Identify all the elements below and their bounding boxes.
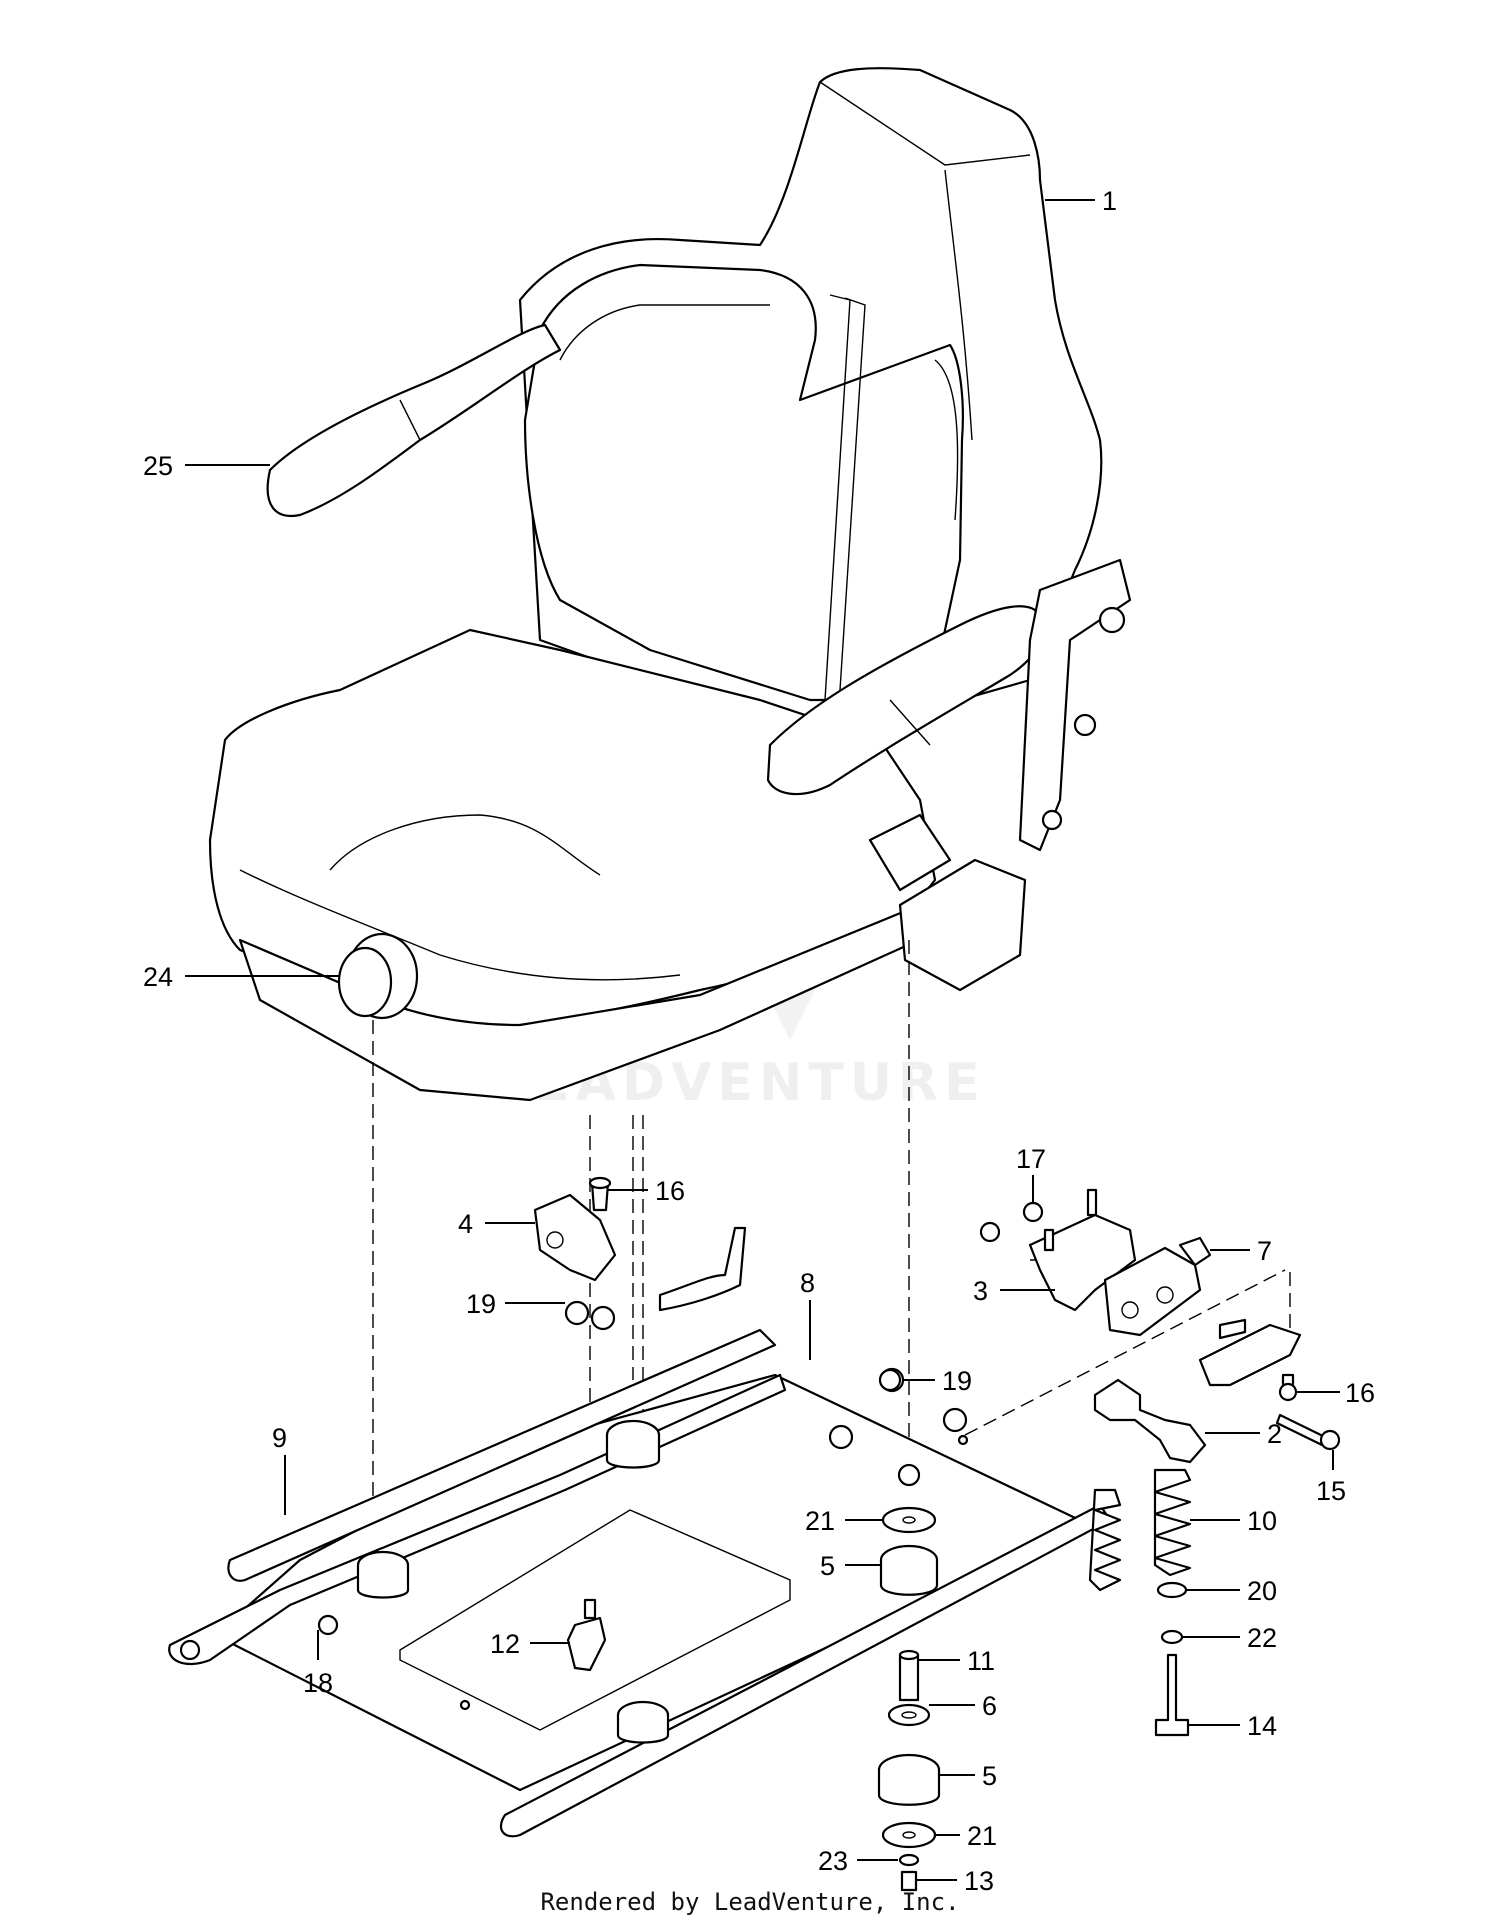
seat-base-assembly — [168, 1226, 1112, 1838]
svg-text:21: 21 — [805, 1506, 835, 1536]
svg-text:4: 4 — [458, 1209, 473, 1239]
callout-3: 3 — [973, 1276, 1055, 1306]
plunger-switch — [566, 1616, 607, 1672]
svg-text:18: 18 — [303, 1668, 333, 1698]
svg-text:7: 7 — [1257, 1236, 1272, 1266]
svg-text:16: 16 — [655, 1176, 685, 1206]
svg-text:14: 14 — [1247, 1711, 1277, 1741]
svg-text:19: 19 — [942, 1366, 972, 1396]
mounting-plate — [213, 1373, 1092, 1792]
callout-10: 10 — [1190, 1506, 1277, 1536]
callout-21a: 21 — [805, 1506, 883, 1536]
callout-9: 9 — [272, 1423, 287, 1515]
spacer — [898, 1653, 920, 1702]
callout-13: 13 — [916, 1866, 994, 1896]
callout-14: 14 — [1188, 1711, 1277, 1741]
callouts: 1 25 24 16 17 4 7 3 19 8 19 16 9 2 15 21… — [143, 186, 1375, 1896]
seat-adjust-knob — [337, 932, 419, 1020]
footer-credit: Rendered by LeadVenture, Inc. — [540, 1888, 960, 1916]
callout-4: 4 — [458, 1209, 535, 1239]
svg-text:20: 20 — [1247, 1576, 1277, 1606]
grommet — [317, 1614, 339, 1636]
svg-text:5: 5 — [982, 1761, 997, 1791]
spring-right — [1153, 1468, 1192, 1577]
svg-text:25: 25 — [143, 451, 173, 481]
svg-text:24: 24 — [143, 962, 173, 992]
release-bar — [227, 1328, 777, 1582]
callout-2: 2 — [1205, 1419, 1282, 1449]
plate-isolators — [356, 1367, 969, 1744]
callout-15: 15 — [1316, 1450, 1346, 1506]
svg-text:17: 17 — [1016, 1144, 1046, 1174]
callout-16a: 16 — [608, 1176, 685, 1206]
svg-text:9: 9 — [272, 1423, 287, 1453]
callout-11: 11 — [918, 1646, 995, 1676]
release-handle — [658, 1226, 747, 1312]
svg-text:1: 1 — [1102, 186, 1117, 216]
seat-belt-buckle — [898, 858, 1027, 992]
seat-switch — [1103, 1246, 1202, 1337]
svg-text:8: 8 — [800, 1268, 815, 1298]
callout-12: 12 — [490, 1629, 570, 1659]
isolator-upper — [879, 1544, 939, 1596]
interlock-bracket — [533, 1193, 617, 1282]
svg-text:16: 16 — [1345, 1378, 1375, 1408]
callout-21b: 21 — [935, 1821, 997, 1851]
isolator-lower — [877, 1753, 941, 1806]
armrest-bracket — [1018, 558, 1132, 852]
left-armrest — [266, 323, 562, 517]
svg-text:19: 19 — [466, 1289, 496, 1319]
svg-text:21: 21 — [967, 1821, 997, 1851]
callout-24: 24 — [143, 962, 340, 992]
switch-bracket — [1028, 1213, 1137, 1312]
callout-6: 6 — [929, 1691, 997, 1721]
callout-19b: 19 — [902, 1366, 972, 1396]
hardware-parts — [533, 1176, 1341, 1892]
callout-23: 23 — [818, 1846, 898, 1876]
callout-25: 25 — [143, 451, 270, 481]
callout-7: 7 — [1210, 1236, 1272, 1266]
seat-back-cushion — [523, 263, 964, 702]
svg-text:15: 15 — [1316, 1476, 1346, 1506]
svg-text:22: 22 — [1247, 1623, 1277, 1653]
spring-left — [1088, 1488, 1122, 1592]
svg-text:12: 12 — [490, 1629, 520, 1659]
svg-text:2: 2 — [1267, 1419, 1282, 1449]
slide-rail-right — [499, 1503, 1112, 1838]
svg-text:23: 23 — [818, 1846, 848, 1876]
callout-17: 17 — [1016, 1144, 1046, 1203]
svg-text:6: 6 — [982, 1691, 997, 1721]
svg-text:5: 5 — [820, 1551, 835, 1581]
callout-16b: 16 — [1297, 1378, 1375, 1408]
callout-19a: 19 — [466, 1289, 565, 1319]
svg-text:13: 13 — [964, 1866, 994, 1896]
callout-22: 22 — [1182, 1623, 1277, 1653]
callout-5a: 5 — [820, 1551, 880, 1581]
svg-text:3: 3 — [973, 1276, 988, 1306]
callout-8: 8 — [800, 1268, 815, 1360]
link-shaft — [1093, 1378, 1207, 1464]
svg-text:11: 11 — [967, 1646, 995, 1676]
callout-1: 1 — [1045, 186, 1117, 216]
callout-5b: 5 — [939, 1761, 997, 1791]
svg-text:10: 10 — [1247, 1506, 1277, 1536]
callout-20: 20 — [1186, 1576, 1277, 1606]
shoulder-bolt — [1154, 1653, 1190, 1737]
callout-18: 18 — [303, 1630, 333, 1698]
seat-assembly — [208, 67, 1132, 1102]
seat-cushion — [208, 628, 937, 1027]
